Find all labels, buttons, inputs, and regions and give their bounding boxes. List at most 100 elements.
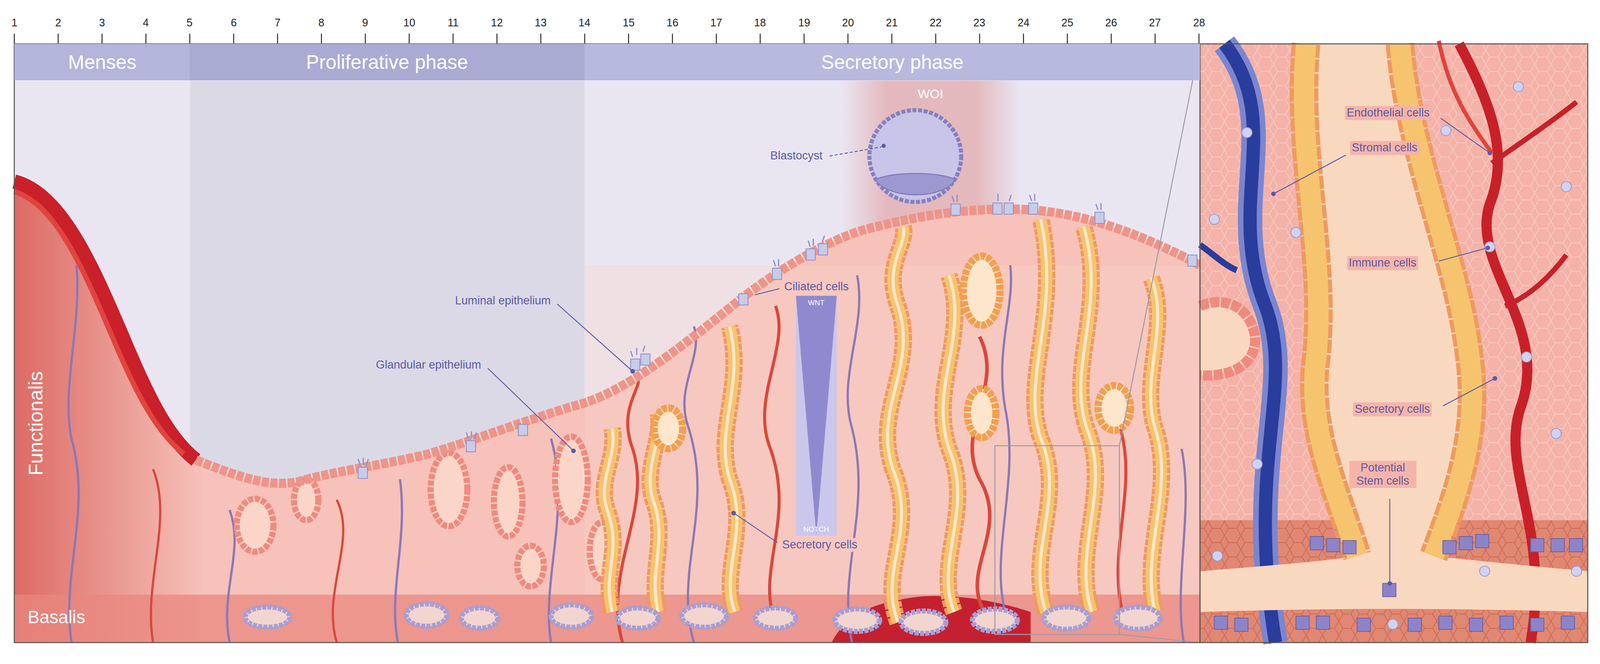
blastocyst <box>875 173 956 195</box>
secretory-glands <box>1097 385 1131 431</box>
inset-detail <box>1212 550 1223 562</box>
inset-detail <box>1551 538 1565 552</box>
basal-glands <box>901 610 947 634</box>
endometrium-tissue <box>14 181 1200 643</box>
secretory-glands <box>604 428 613 613</box>
inset-detail <box>1530 618 1544 632</box>
secretory-glands <box>604 219 1162 623</box>
zoom-frame <box>1119 634 1200 643</box>
inset-detail <box>1561 181 1572 192</box>
inset-detail <box>1200 302 1256 376</box>
endometrium-tissue <box>831 595 1031 643</box>
ruler-number: 4 <box>142 16 149 29</box>
phase-band: Menses <box>14 43 191 81</box>
phase-label: Secretory phase <box>821 50 964 74</box>
ruler-number: 25 <box>1061 16 1074 29</box>
secretory-glands <box>604 219 1162 623</box>
leader-lines <box>1387 581 1392 586</box>
secretory-glands <box>1035 219 1050 613</box>
phase-background <box>584 80 1200 643</box>
ruler <box>496 33 498 44</box>
inset-detail <box>1326 538 1340 552</box>
signal-label: NOTCH <box>803 525 829 534</box>
ciliated-cells <box>630 359 641 371</box>
secretory-glands <box>604 428 613 613</box>
blood-vessels <box>972 336 990 613</box>
luminal-epithelium <box>195 209 1200 484</box>
ruler <box>14 33 1200 44</box>
ruler <box>1154 33 1156 44</box>
basal-glands <box>244 603 1161 634</box>
layer-label: Basalis <box>27 607 86 628</box>
inset-detail <box>1475 534 1489 548</box>
proliferative-glands <box>517 545 544 587</box>
proliferative-glands <box>236 498 274 552</box>
callout-label: Potential Stem cells <box>1349 460 1417 488</box>
inset-detail <box>1521 351 1532 363</box>
inset-detail <box>1530 538 1544 552</box>
callout-label: Ciliated cells <box>782 279 851 294</box>
leader-lines <box>1442 378 1495 406</box>
inset-detail <box>1459 536 1473 550</box>
secretory-glands <box>943 275 958 613</box>
ciliated-cells <box>1095 212 1105 224</box>
proliferative-glands <box>430 452 468 527</box>
ruler-number: 11 <box>447 16 459 29</box>
inset-detail <box>1241 127 1252 138</box>
inset-detail <box>1561 615 1575 630</box>
basal-glands <box>834 608 880 632</box>
blood-vessels <box>847 275 860 643</box>
basal-glands <box>617 607 659 629</box>
blood-vessels <box>68 265 1186 643</box>
ruler-number: 27 <box>1148 16 1161 29</box>
inset-detail <box>1296 615 1310 630</box>
inset-detail <box>1214 615 1228 630</box>
layer-label: Functionalis <box>24 371 48 476</box>
ruler-number: 14 <box>578 16 591 29</box>
ruler <box>277 33 279 44</box>
ruler-number: 6 <box>230 16 237 29</box>
inset-detail <box>1469 618 1483 632</box>
secretory-glands <box>725 326 738 613</box>
ruler-number: 13 <box>534 16 547 29</box>
blastocyst <box>881 143 886 148</box>
ciliated-cells <box>358 193 1198 479</box>
ruler <box>1110 33 1112 44</box>
ruler <box>1066 33 1068 44</box>
ruler-number: 24 <box>1017 16 1030 29</box>
ciliated-cells <box>805 248 816 260</box>
blood-vessels <box>764 306 780 623</box>
ruler <box>540 33 542 44</box>
leader-lines <box>1389 498 1391 584</box>
ruler-number: 22 <box>929 16 942 29</box>
inset-detail <box>1442 540 1456 554</box>
blood-vessels <box>617 377 639 643</box>
ruler <box>672 33 673 44</box>
inset-detail <box>1290 227 1302 238</box>
ruler-number: 9 <box>362 16 369 29</box>
callout-label: Secretory cells <box>780 537 860 552</box>
ruler-number: 8 <box>318 16 325 29</box>
ciliated-cells <box>358 467 368 479</box>
inset-detail <box>1438 40 1493 154</box>
ciliated-cells <box>1187 255 1198 267</box>
ciliated-cells <box>1028 202 1039 214</box>
ciliated-cells <box>950 204 961 216</box>
ruler <box>13 33 15 44</box>
inset-detail <box>1441 125 1452 136</box>
secretory-glands <box>1080 226 1096 613</box>
basal-glands <box>550 604 592 628</box>
inset-detail <box>1484 241 1496 253</box>
secretory-glands <box>1150 277 1162 613</box>
leader-lines <box>1273 155 1346 194</box>
ruler-number: 2 <box>55 16 62 29</box>
ruler <box>978 33 980 44</box>
ruler <box>759 33 761 44</box>
inset-detail <box>1200 244 1237 271</box>
ruler-number: 10 <box>403 16 416 29</box>
endometrium-tissue <box>14 181 1200 643</box>
leader-lines <box>487 368 574 451</box>
inset-detail <box>1500 615 1514 630</box>
basal-glands <box>681 604 727 628</box>
